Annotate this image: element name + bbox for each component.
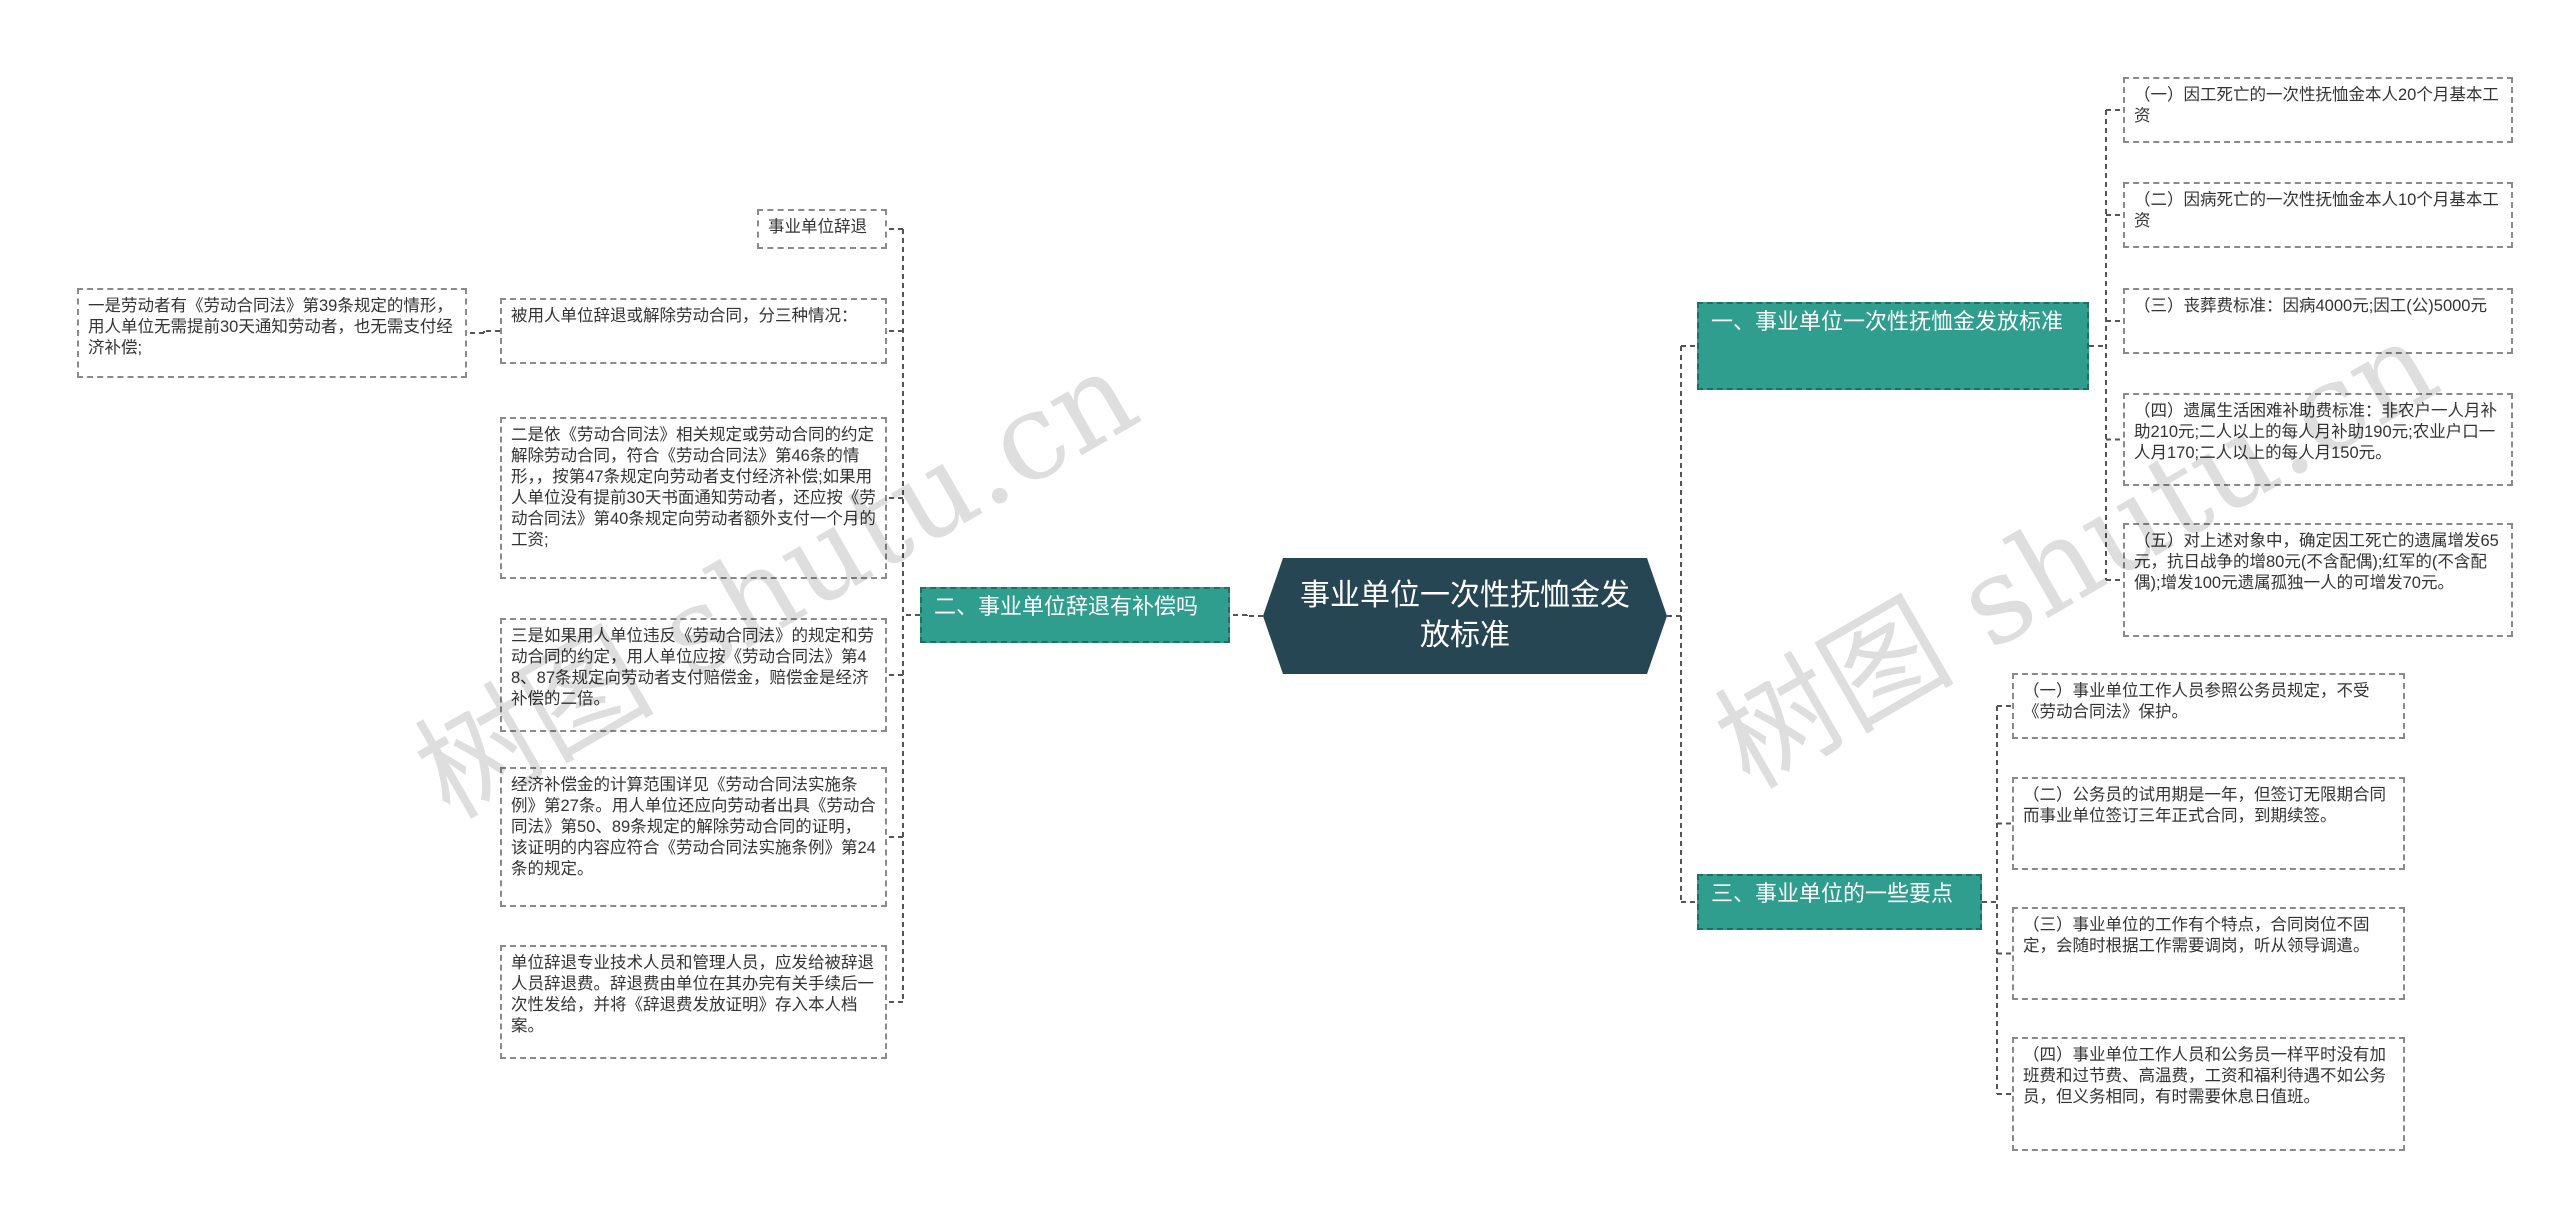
leaf-text: 事业单位辞退	[768, 218, 867, 236]
branch-1[interactable]: 一、事业单位一次性抚恤金发放标准	[1697, 302, 2089, 390]
leaf-text: （四）事业单位工作人员和公务员一样平时没有加班费和过节费、高温费，工资和福利待遇…	[2023, 1046, 2386, 1106]
leaf-text: （二）公务员的试用期是一年，但签订无限期合同而事业单位签订三年正式合同，到期续签…	[2023, 786, 2386, 825]
leaf-text: 单位辞退专业技术人员和管理人员，应发给被辞退人员辞退费。辞退费由单位在其办完有关…	[511, 954, 874, 1035]
branch-3-leaf-3[interactable]: （三）事业单位的工作有个特点，合同岗位不固定，会随时根据工作需要调岗，听从领导调…	[2012, 907, 2405, 1000]
leaf-text: 经济补偿金的计算范围详见《劳动合同法实施条例》第27条。用人单位还应向劳动者出具…	[511, 776, 876, 878]
leaf-text: 三是如果用人单位违反《劳动合同法》的规定和劳动合同的约定，用人单位应按《劳动合同…	[511, 627, 874, 708]
branch-2-subleaf[interactable]: 一是劳动者有《劳动合同法》第39条规定的情形，用人单位无需提前30天通知劳动者，…	[77, 288, 467, 378]
branch-2-leaf-4[interactable]: 三是如果用人单位违反《劳动合同法》的规定和劳动合同的约定，用人单位应按《劳动合同…	[500, 618, 887, 732]
branch-3[interactable]: 三、事业单位的一些要点	[1697, 874, 1982, 930]
root-node[interactable]: 事业单位一次性抚恤金发放标准	[1263, 558, 1667, 674]
branch-2-leaf-6[interactable]: 单位辞退专业技术人员和管理人员，应发给被辞退人员辞退费。辞退费由单位在其办完有关…	[500, 945, 887, 1059]
branch-2-leaf-1[interactable]: 事业单位辞退	[757, 209, 887, 249]
branch-3-leaf-4[interactable]: （四）事业单位工作人员和公务员一样平时没有加班费和过节费、高温费，工资和福利待遇…	[2012, 1037, 2405, 1151]
branch-1-leaf-2[interactable]: （二）因病死亡的一次性抚恤金本人10个月基本工资	[2123, 182, 2513, 248]
leaf-text: 一是劳动者有《劳动合同法》第39条规定的情形，用人单位无需提前30天通知劳动者，…	[88, 297, 453, 357]
branch-1-label: 一、事业单位一次性抚恤金发放标准	[1711, 309, 2064, 334]
leaf-text: （二）因病死亡的一次性抚恤金本人10个月基本工资	[2134, 191, 2499, 230]
leaf-text: （一）事业单位工作人员参照公务员规定，不受《劳动合同法》保护。	[2023, 682, 2370, 721]
branch-2-leaf-5[interactable]: 经济补偿金的计算范围详见《劳动合同法实施条例》第27条。用人单位还应向劳动者出具…	[500, 767, 887, 907]
leaf-text: （三）事业单位的工作有个特点，合同岗位不固定，会随时根据工作需要调岗，听从领导调…	[2023, 916, 2370, 955]
branch-1-leaf-4[interactable]: （四）遗属生活困难补助费标准：非农户一人月补助210元;二人以上的每人月补助19…	[2123, 393, 2513, 486]
branch-1-leaf-3[interactable]: （三）丧葬费标准：因病4000元;因工(公)5000元	[2123, 288, 2513, 354]
root-title: 事业单位一次性抚恤金发放标准	[1300, 579, 1630, 652]
branch-2-label: 二、事业单位辞退有补偿吗	[934, 594, 1199, 619]
leaf-text: （五）对上述对象中，确定因工死亡的遗属增发65元，抗日战争的增80元(不含配偶)…	[2134, 532, 2499, 592]
leaf-text: （四）遗属生活困难补助费标准：非农户一人月补助210元;二人以上的每人月补助19…	[2134, 402, 2497, 462]
leaf-text: 二是依《劳动合同法》相关规定或劳动合同的约定解除劳动合同，符合《劳动合同法》第4…	[511, 426, 876, 549]
leaf-text: （三）丧葬费标准：因病4000元;因工(公)5000元	[2134, 297, 2487, 315]
branch-2[interactable]: 二、事业单位辞退有补偿吗	[920, 587, 1230, 643]
branch-2-leaf-2[interactable]: 被用人单位辞退或解除劳动合同，分三种情况：	[500, 298, 887, 364]
branch-3-leaf-1[interactable]: （一）事业单位工作人员参照公务员规定，不受《劳动合同法》保护。	[2012, 673, 2405, 739]
branch-1-leaf-5[interactable]: （五）对上述对象中，确定因工死亡的遗属增发65元，抗日战争的增80元(不含配偶)…	[2123, 523, 2513, 637]
branch-3-leaf-2[interactable]: （二）公务员的试用期是一年，但签订无限期合同而事业单位签订三年正式合同，到期续签…	[2012, 777, 2405, 870]
leaf-text: 被用人单位辞退或解除劳动合同，分三种情况：	[511, 307, 858, 325]
branch-2-leaf-3[interactable]: 二是依《劳动合同法》相关规定或劳动合同的约定解除劳动合同，符合《劳动合同法》第4…	[500, 417, 887, 579]
branch-1-leaf-1[interactable]: （一）因工死亡的一次性抚恤金本人20个月基本工资	[2123, 77, 2513, 143]
leaf-text: （一）因工死亡的一次性抚恤金本人20个月基本工资	[2134, 86, 2499, 125]
branch-3-label: 三、事业单位的一些要点	[1711, 881, 1954, 906]
